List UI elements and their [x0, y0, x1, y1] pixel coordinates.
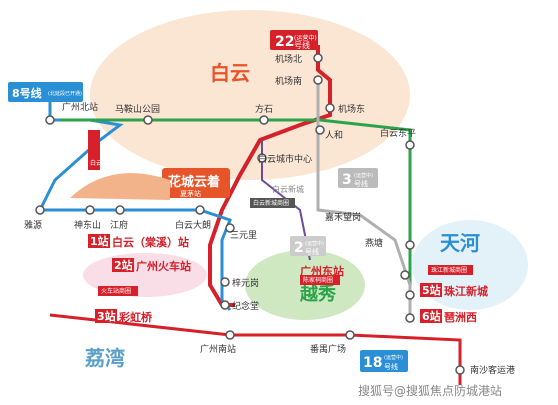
svg-text:夏茅站: 夏茅站 [180, 189, 201, 198]
district-tianhe: 天河 [440, 231, 480, 255]
station-renhe: 人和 [325, 130, 343, 141]
line22-badge: 22 (运营中) 号线 [270, 30, 318, 50]
baiyun-area [90, 10, 410, 180]
station-guangzhou-south: 广州南站 [200, 343, 236, 355]
line3-track [316, 80, 412, 320]
station-labels: 机场北 机场南 机场东 广州北站 马鞍山公园 方石 人和 白云东平 白云城市中心… [24, 53, 515, 376]
station-airport-south: 机场南 [275, 75, 302, 87]
watermark: 搜狐号@搜狐焦点防城港站 [358, 383, 502, 398]
station-panyu: 番禺广场 [310, 343, 346, 355]
svg-text:2站: 2站 [114, 258, 133, 272]
svg-text:号线: 号线 [305, 247, 319, 256]
station-fangshi: 方石 [255, 103, 273, 115]
svg-text:8号线: 8号线 [12, 86, 42, 100]
project-callout: 花城云着 夏茅站 [162, 168, 230, 198]
svg-text:陈家祠商圈: 陈家祠商圈 [303, 276, 333, 284]
svg-text:广州火车站: 广州火车站 [136, 259, 191, 273]
line2-badge: 2 (运营中) 号线 [290, 236, 326, 256]
svg-text:珠江新城商圈: 珠江新城商圈 [431, 266, 467, 274]
station-nansha: 南沙客运港 [470, 364, 515, 376]
svg-text:彩虹桥: 彩虹桥 [118, 310, 153, 324]
svg-text:白云（棠溪）站: 白云（棠溪）站 [112, 235, 189, 249]
green-track [60, 118, 412, 300]
svg-text:号线: 号线 [354, 179, 368, 188]
station-guangzhou-east: 广州东站 [300, 264, 344, 278]
svg-text:(运营中): (运营中) [354, 172, 373, 179]
district-liwan: 荔湾 [85, 346, 125, 370]
line3-badge: 3 (运营中) 号线 [338, 168, 378, 188]
svg-text:花城云着: 花城云着 [168, 174, 220, 190]
station-maanshan: 马鞍山公园 [115, 103, 160, 115]
svg-text:(运营中): (运营中) [294, 34, 317, 42]
svg-text:火车站商圈: 火车站商圈 [101, 287, 131, 295]
station-zijingang: 梓元岗 [232, 277, 259, 289]
svg-text:3站: 3站 [97, 309, 116, 323]
line22-track [208, 45, 332, 307]
station-sanyuanli: 三元里 [230, 230, 257, 241]
station-dots [35, 53, 465, 375]
district-baiyun: 白云 [210, 61, 250, 85]
svg-text:号线: 号线 [294, 40, 310, 50]
district-tags: 白云新城商圈 白云新城 陈家祠商圈 珠江新城商圈 火车站商圈 [98, 184, 473, 296]
svg-text:1站: 1站 [90, 234, 109, 248]
station-baiyun-center: 白云城市中心 [258, 153, 312, 165]
svg-text:琶洲西: 琶洲西 [444, 311, 477, 324]
svg-text:(北延段已开通): (北延段已开通) [48, 90, 82, 97]
svg-text:白云新城: 白云新城 [272, 184, 304, 194]
svg-text:5站: 5站 [422, 283, 441, 297]
station-jiangfu: 江府 [110, 219, 128, 231]
svg-text:白云新城商圈: 白云新城商圈 [253, 199, 289, 207]
line8-badge: 8号线 (北延段已开通) [8, 82, 83, 102]
svg-text:18: 18 [363, 355, 382, 371]
svg-text:2: 2 [294, 240, 304, 256]
svg-text:6站: 6站 [422, 309, 441, 323]
station-jinian: 纪念堂 [232, 300, 259, 312]
svg-text:(运营中): (运营中) [384, 354, 403, 361]
station-airport-east: 机场东 [338, 103, 365, 115]
liwan-area [0, 345, 558, 405]
station-airport-north: 机场北 [275, 53, 302, 65]
line18-badge: 18 (运营中) 号线 [360, 350, 408, 372]
station-baiyun-east: 白云东平 [380, 127, 416, 139]
station-jiahe: 嘉禾望岗 [325, 211, 361, 223]
train-illustration: 白云站 [70, 130, 170, 200]
svg-text:22: 22 [275, 34, 294, 50]
district-yuexiu: 越秀 [299, 283, 336, 305]
stop-labels: 1站 白云（棠溪）站 2站 广州火车站 3站 彩虹桥 5站 珠江新城 6站 琶洲… [88, 234, 488, 324]
station-shendongshan: 神东山 [74, 219, 101, 231]
station-yandang: 燕塘 [365, 237, 383, 249]
svg-text:号线: 号线 [384, 362, 398, 371]
station-baiyundalang: 白云大朗 [175, 219, 211, 231]
svg-text:3: 3 [342, 172, 352, 188]
station-guangzhou-north: 广州北站 [62, 101, 98, 113]
svg-text:珠江新城: 珠江新城 [444, 284, 488, 298]
svg-text:(运营中): (运营中) [305, 240, 324, 247]
svg-text:白云站: 白云站 [90, 159, 108, 167]
station-yajin: 雅源 [24, 219, 42, 231]
